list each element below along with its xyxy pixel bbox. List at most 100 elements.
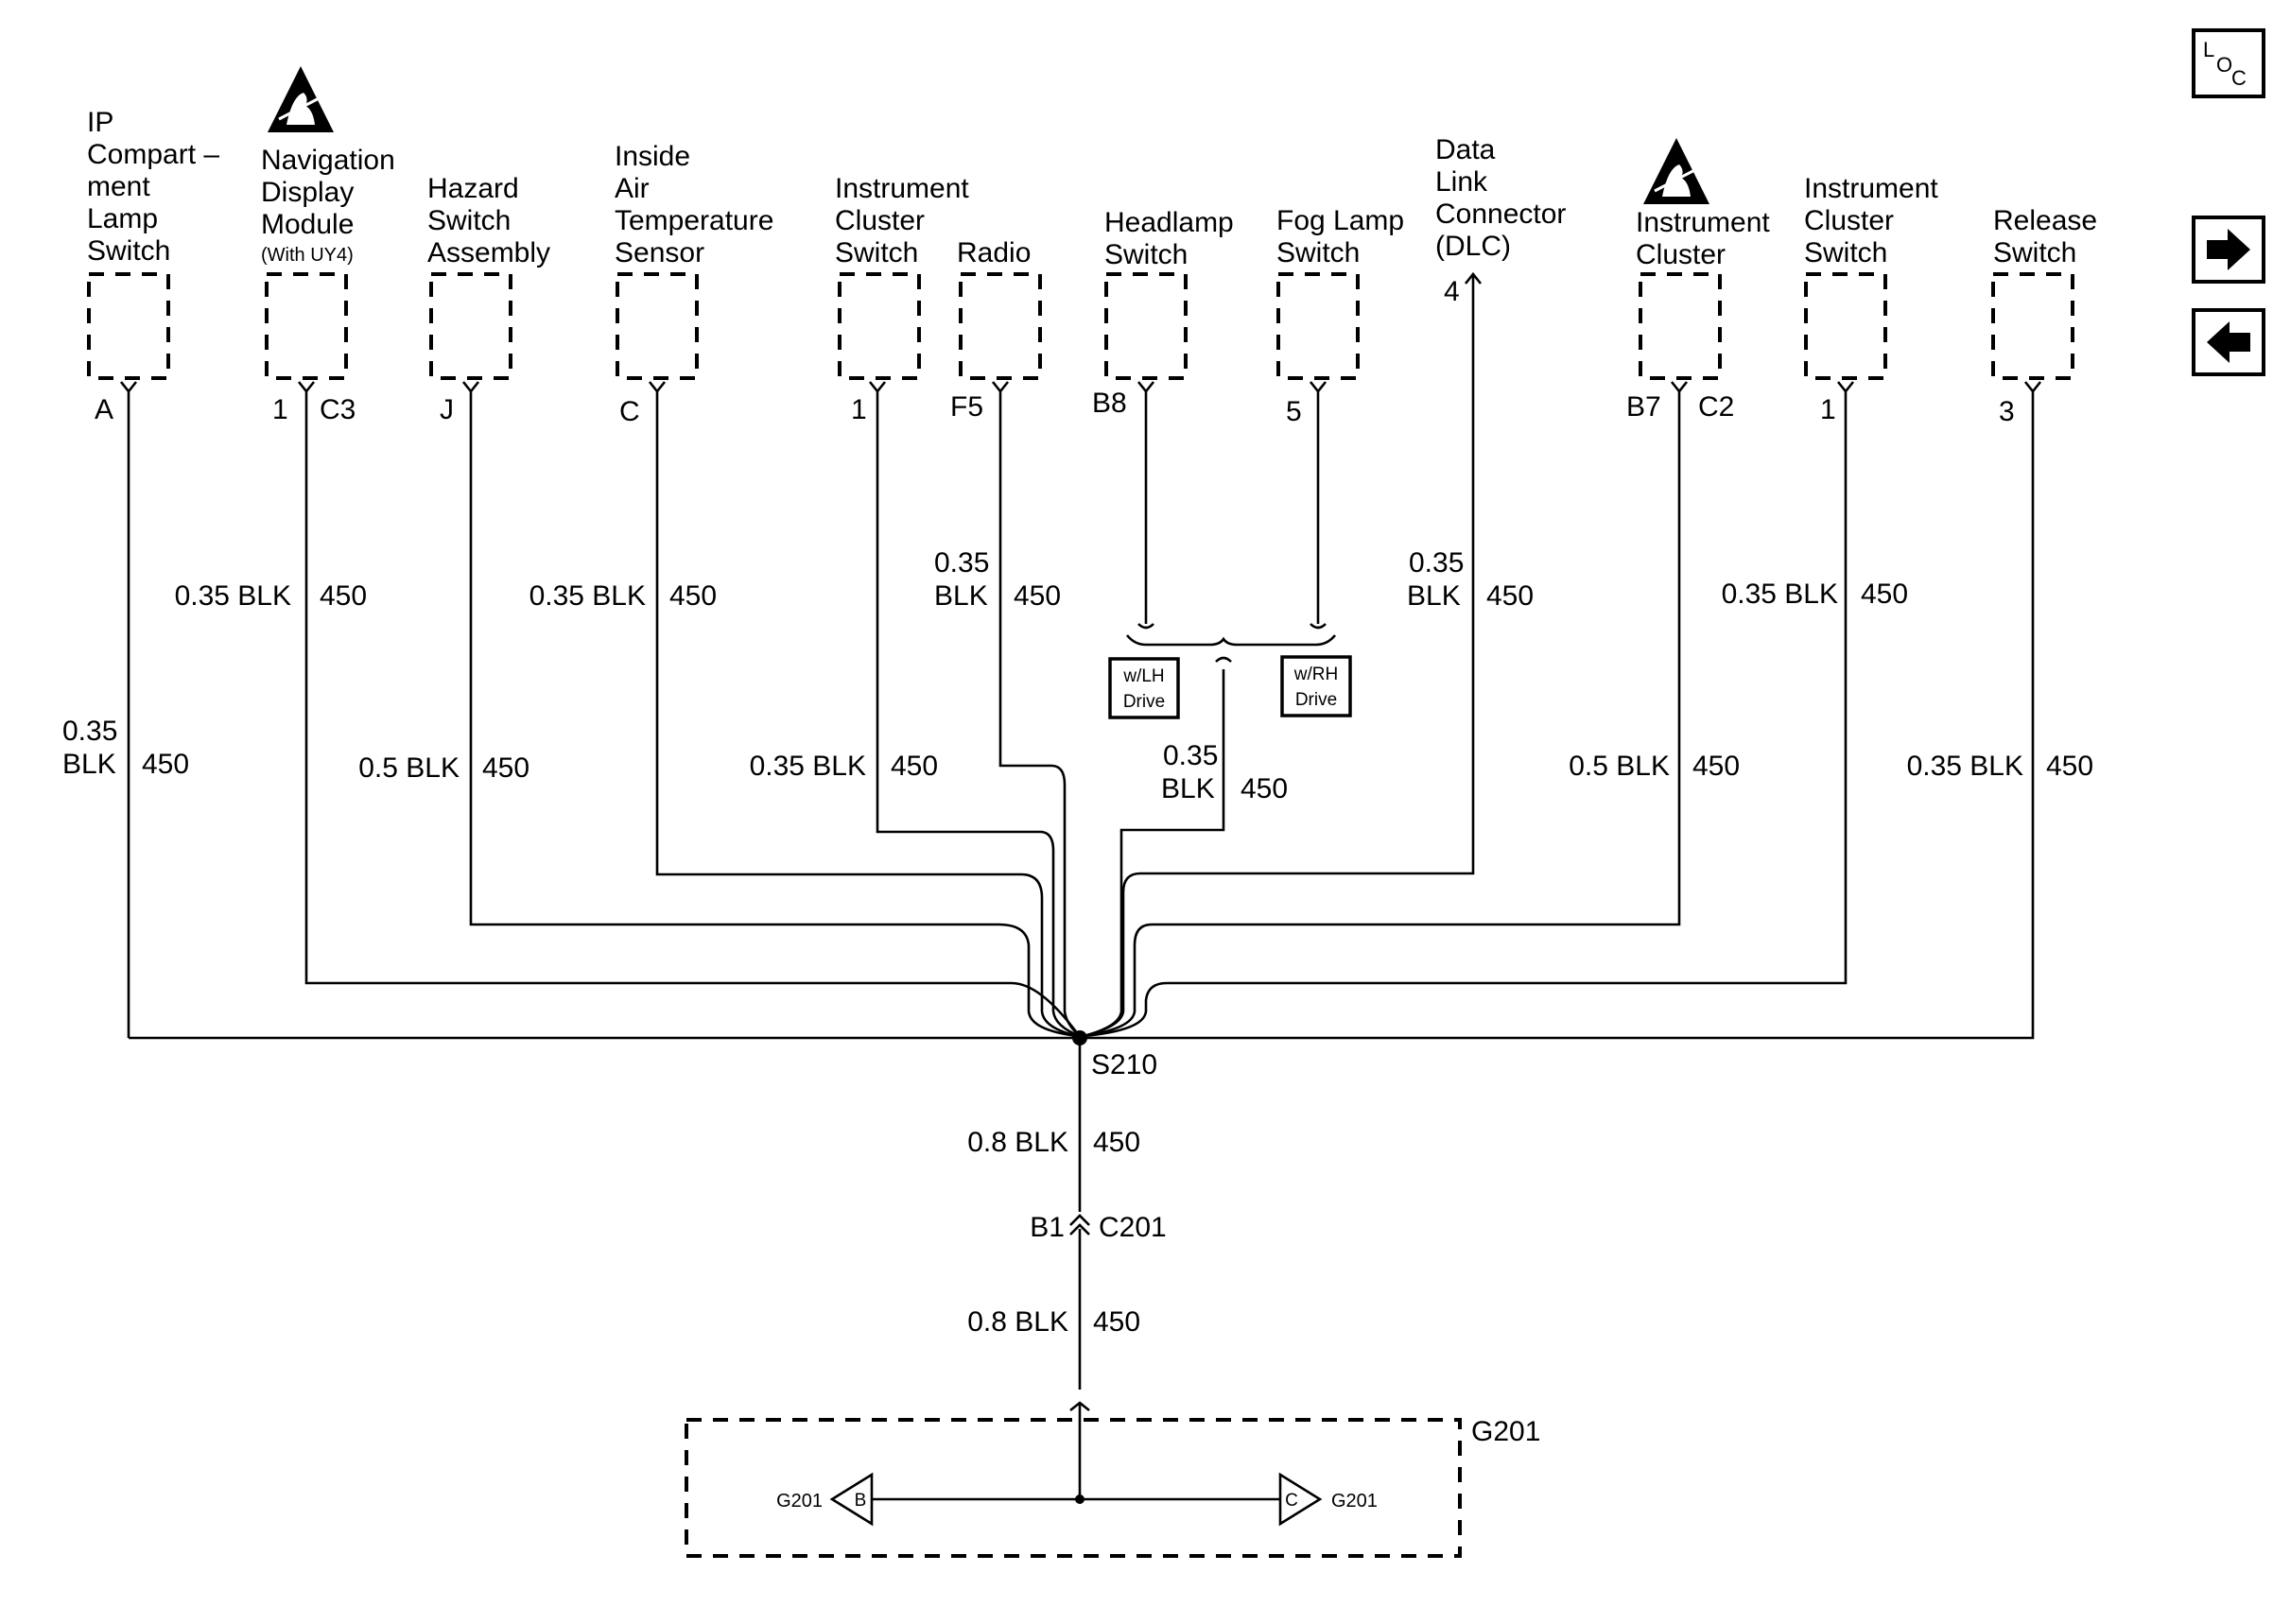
svg-text:450: 450 <box>482 752 529 784</box>
inside-air-temperature-sensor-label: Inside Air Temperature Sensor <box>615 141 773 268</box>
svg-text:0.35: 0.35 <box>934 547 989 579</box>
svg-text:G201: G201 <box>1331 1491 1378 1512</box>
svg-text:B: B <box>855 1491 867 1511</box>
svg-text:Cluster: Cluster <box>1804 205 1894 236</box>
svg-text:Compart –: Compart – <box>87 139 219 170</box>
svg-text:Navigation: Navigation <box>261 145 395 176</box>
svg-text:L: L <box>2203 38 2214 61</box>
svg-text:Switch: Switch <box>87 235 170 267</box>
svg-text:B8: B8 <box>1092 388 1127 419</box>
svg-text:Temperature: Temperature <box>615 205 773 236</box>
svg-text:0.35: 0.35 <box>1163 740 1218 771</box>
esd-warning-icon <box>268 66 334 132</box>
svg-text:450: 450 <box>1093 1127 1140 1158</box>
data-link-connector-label: Data Link Connector (DLC) <box>1435 134 1566 262</box>
svg-text:0.35 BLK: 0.35 BLK <box>175 580 291 612</box>
svg-text:450: 450 <box>1093 1306 1140 1338</box>
svg-text:0.5 BLK: 0.5 BLK <box>1569 751 1670 782</box>
svg-text:C: C <box>619 396 640 427</box>
lh-drive-option: w/LH Drive <box>1108 657 1180 719</box>
fog-lamp-switch-label: Fog Lamp Switch <box>1276 205 1404 268</box>
svg-text:Switch: Switch <box>1804 237 1887 268</box>
svg-text:0.8 BLK: 0.8 BLK <box>967 1127 1068 1158</box>
wires <box>119 271 2042 1499</box>
svg-text:0.8 BLK: 0.8 BLK <box>967 1306 1068 1338</box>
svg-text:0.35: 0.35 <box>62 716 117 747</box>
svg-text:Switch: Switch <box>1104 239 1188 270</box>
svg-text:Switch: Switch <box>1276 237 1360 268</box>
svg-text:w/RH: w/RH <box>1293 665 1338 684</box>
svg-text:BLK: BLK <box>934 580 988 612</box>
svg-text:3: 3 <box>1999 396 2015 427</box>
svg-text:BLK: BLK <box>1161 773 1215 804</box>
back-button[interactable] <box>2192 308 2265 376</box>
svg-text:S210: S210 <box>1091 1049 1157 1080</box>
navigation-display-module-label: Navigation Display Module (With UY4) <box>261 145 395 266</box>
svg-text:A: A <box>95 394 113 425</box>
rh-drive-option: w/RH Drive <box>1280 655 1352 717</box>
location-button[interactable]: L O C <box>2192 28 2265 98</box>
svg-text:Lamp: Lamp <box>87 203 158 234</box>
svg-text:ment: ment <box>87 171 150 202</box>
radio-label: Radio <box>957 237 1031 268</box>
headlamp-switch-label: Headlamp Switch <box>1104 207 1234 270</box>
component-boxes <box>87 272 2074 380</box>
svg-text:IP: IP <box>87 107 113 138</box>
svg-text:450: 450 <box>1241 773 1288 804</box>
svg-text:Assembly: Assembly <box>427 237 550 268</box>
ip-compartment-lamp-switch-label: IP Compart – ment Lamp Switch <box>87 107 219 267</box>
svg-text:Hazard: Hazard <box>427 173 519 204</box>
svg-text:450: 450 <box>1014 580 1061 612</box>
svg-text:Headlamp: Headlamp <box>1104 207 1234 238</box>
svg-text:Switch: Switch <box>427 205 511 236</box>
svg-text:C3: C3 <box>320 394 356 425</box>
svg-text:1: 1 <box>851 394 867 425</box>
splice-s210: S210 <box>1072 1030 1157 1080</box>
svg-text:0.5 BLK: 0.5 BLK <box>358 752 460 784</box>
svg-text:450: 450 <box>142 749 189 780</box>
svg-text:F5: F5 <box>950 391 983 423</box>
svg-text:G201: G201 <box>776 1491 823 1512</box>
release-switch-label: Release Switch <box>1993 205 2097 268</box>
ground-g201: G201 B G201 C G201 <box>685 1416 1540 1558</box>
svg-text:Instrument: Instrument <box>835 173 969 204</box>
forward-button[interactable] <box>2192 216 2265 284</box>
svg-text:Module: Module <box>261 209 354 240</box>
svg-text:450: 450 <box>1486 580 1534 612</box>
arrow-left-icon <box>2207 321 2250 363</box>
svg-text:BLK: BLK <box>1407 580 1461 612</box>
pin-labels: A 1 C3 J C 1 F5 B8 5 4 B7 C2 1 3 <box>95 276 2015 427</box>
svg-text:Data: Data <box>1435 134 1496 165</box>
svg-text:0.35 BLK: 0.35 BLK <box>529 580 646 612</box>
svg-text:Instrument: Instrument <box>1636 207 1770 238</box>
svg-text:450: 450 <box>1861 579 1908 610</box>
svg-text:Cluster: Cluster <box>835 205 925 236</box>
svg-text:BLK: BLK <box>62 749 116 780</box>
svg-text:Link: Link <box>1435 166 1488 198</box>
svg-text:B7: B7 <box>1626 391 1661 423</box>
svg-text:O: O <box>2216 53 2232 77</box>
svg-text:C2: C2 <box>1698 391 1734 423</box>
svg-text:Sensor: Sensor <box>615 237 704 268</box>
svg-text:0.35: 0.35 <box>1409 547 1464 579</box>
instrument-cluster-switch-right-label: Instrument Cluster Switch <box>1804 173 1938 268</box>
svg-text:0.35 BLK: 0.35 BLK <box>750 751 866 782</box>
svg-text:1: 1 <box>272 394 288 425</box>
svg-text:Connector: Connector <box>1435 199 1566 230</box>
svg-text:450: 450 <box>891 751 938 782</box>
svg-text:Radio: Radio <box>957 237 1031 268</box>
svg-text:Switch: Switch <box>1993 237 2076 268</box>
svg-text:450: 450 <box>669 580 717 612</box>
svg-text:4: 4 <box>1444 276 1460 307</box>
svg-text:Drive: Drive <box>1123 692 1165 712</box>
arrow-right-icon <box>2207 229 2250 270</box>
svg-text:450: 450 <box>1692 751 1740 782</box>
svg-text:Drive: Drive <box>1295 690 1337 710</box>
instrument-cluster-label: Instrument Cluster <box>1636 207 1770 270</box>
svg-text:C: C <box>2231 66 2247 90</box>
wire-labels: 0.35 BLK 450 0.35 BLK 450 0.5 BLK 450 0.… <box>62 547 2093 1338</box>
instrument-cluster-switch-left-label: Instrument Cluster Switch <box>835 173 969 268</box>
svg-text:w/LH: w/LH <box>1122 666 1164 686</box>
svg-text:Release: Release <box>1993 205 2097 236</box>
